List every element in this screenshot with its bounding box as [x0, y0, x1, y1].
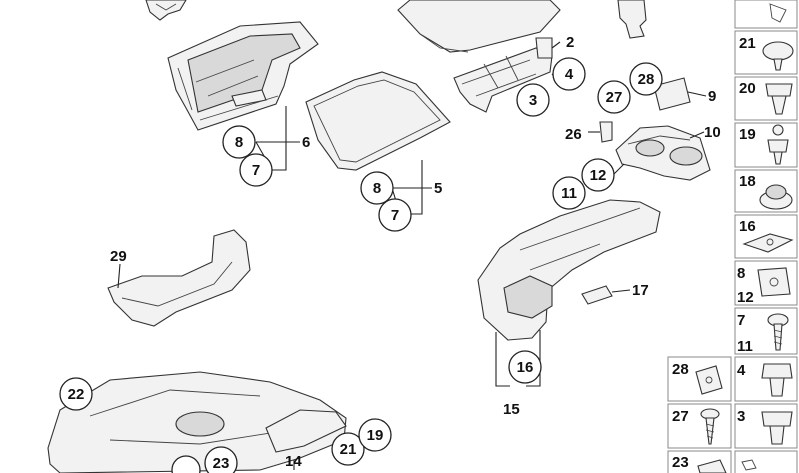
fastener-cell-21-label: 21	[739, 35, 756, 52]
top-right-bracket-part	[617, 0, 647, 39]
clip-17-part	[581, 285, 613, 305]
self-tapping-screw-icon	[700, 408, 720, 445]
lid-part	[305, 71, 451, 171]
label-14: 14	[285, 453, 302, 470]
side-trim-29-part	[107, 229, 251, 327]
fastener-cell-8-label: 8	[737, 265, 745, 282]
fastener-cell-12-label: 12	[737, 289, 754, 306]
callout-partial	[171, 455, 201, 473]
svg-text:11: 11	[561, 185, 577, 202]
svg-text:16: 16	[517, 359, 534, 376]
fastener-cell-3-label: 3	[737, 408, 745, 425]
label-17: 17	[632, 282, 649, 299]
cover-9-part	[653, 77, 691, 111]
callout-12[interactable]: 12	[581, 158, 615, 192]
svg-text:22: 22	[68, 386, 85, 403]
callout-8-lid[interactable]: 8	[360, 171, 394, 205]
callout-22[interactable]: 22	[59, 377, 93, 411]
fastener-cell-23-label: 23	[672, 454, 689, 471]
bracket-part	[453, 37, 553, 113]
fastener-cell-top	[734, 0, 798, 29]
speed-nut-icon	[695, 365, 723, 395]
fastener-cell-4-label: 4	[737, 362, 746, 379]
screw-icon	[767, 313, 789, 351]
callout-11[interactable]: 11	[552, 176, 586, 210]
fastener-cell-27-label: 27	[672, 408, 689, 425]
callout-19[interactable]: 19	[358, 418, 392, 452]
callout-28[interactable]: 28	[629, 62, 663, 96]
washer-icon	[741, 459, 757, 471]
top-clip-part	[145, 0, 187, 21]
callout-7-glovebox[interactable]: 7	[239, 153, 273, 187]
fastener-panel-left: 28 27 23	[667, 356, 732, 473]
svg-text:27: 27	[606, 89, 623, 106]
label-9: 9	[708, 88, 716, 105]
trim-14-part	[265, 409, 347, 453]
console-panel-part	[477, 199, 661, 341]
svg-text:28: 28	[638, 71, 655, 88]
svg-text:12: 12	[590, 167, 607, 184]
clip-icon	[769, 3, 787, 23]
spring-clip-icon	[742, 233, 794, 253]
callout-7-lid[interactable]: 7	[378, 198, 412, 232]
clip-26-part	[599, 121, 613, 143]
svg-text:21: 21	[340, 441, 357, 458]
nut-icon	[759, 184, 793, 210]
svg-text:3: 3	[529, 92, 537, 109]
fastener-cell-7-label: 7	[737, 312, 745, 329]
fastener-cell-16-label: 16	[739, 218, 756, 235]
clip-23-icon	[697, 459, 727, 473]
callout-8-glovebox[interactable]: 8	[222, 125, 256, 159]
callout-4[interactable]: 4	[552, 57, 586, 91]
label-6: 6	[302, 134, 310, 151]
fastener-cell-11-label: 11	[737, 338, 753, 355]
svg-text:23: 23	[213, 455, 230, 472]
flange-bolt-icon	[761, 411, 793, 445]
cupholder-part	[615, 125, 711, 181]
label-5: 5	[434, 180, 442, 197]
fastener-cell-bottom	[734, 450, 798, 473]
svg-text:8: 8	[235, 134, 243, 151]
svg-text:19: 19	[367, 427, 384, 444]
fastener-panel: 21 20 19 18 16	[734, 0, 798, 473]
label-10: 10	[704, 124, 721, 141]
hex-bolt-icon	[761, 363, 793, 397]
label-15: 15	[503, 401, 520, 418]
expanding-rivet-icon	[765, 83, 793, 115]
clip-nut-icon	[757, 267, 791, 297]
fastener-cell-18-label: 18	[739, 173, 756, 190]
callout-23[interactable]: 23	[204, 446, 238, 473]
callout-27[interactable]: 27	[597, 80, 631, 114]
lower-panel-part	[47, 371, 347, 473]
svg-text:7: 7	[391, 207, 399, 224]
fastener-cell-20-label: 20	[739, 80, 756, 97]
knee-bolster-part	[397, 0, 561, 53]
fastener-cell-19-label: 19	[739, 126, 756, 143]
fastener-cell-28-label: 28	[672, 361, 689, 378]
callout-21[interactable]: 21	[331, 432, 365, 466]
callout-16[interactable]: 16	[508, 350, 542, 384]
clip-pin-icon	[767, 124, 789, 165]
fastener-cell-7-11[interactable]	[734, 307, 798, 355]
push-rivet-icon	[762, 41, 794, 71]
label-26: 26	[565, 126, 582, 143]
svg-text:7: 7	[252, 162, 260, 179]
callout-3[interactable]: 3	[516, 83, 550, 117]
glove-box-part	[167, 21, 319, 131]
label-29: 29	[110, 248, 127, 265]
svg-text:4: 4	[565, 66, 574, 83]
label-2: 2	[566, 34, 574, 51]
svg-text:8: 8	[373, 180, 381, 197]
fastener-cell-27[interactable]	[667, 403, 732, 449]
